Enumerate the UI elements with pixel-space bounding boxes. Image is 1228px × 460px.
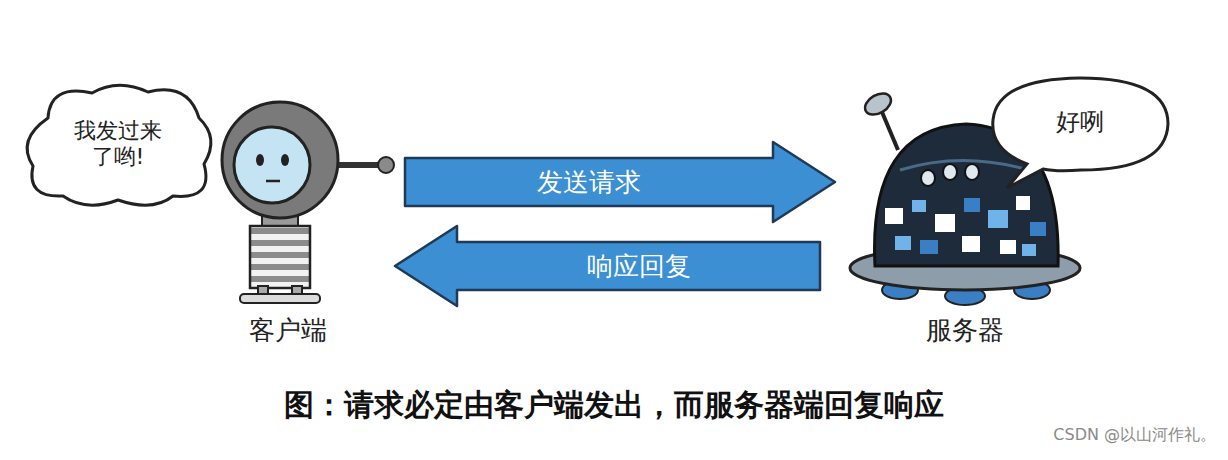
arrow-label: 发送请求 — [537, 166, 641, 198]
illustration-part — [895, 236, 911, 250]
illustration-part — [962, 236, 980, 252]
arrow-label: 响应回复 — [587, 250, 691, 282]
illustration-part — [234, 127, 310, 203]
illustration-part — [1022, 244, 1036, 256]
illustration-part — [912, 200, 926, 212]
flow-arrow — [405, 142, 835, 222]
illustration-part — [281, 154, 289, 166]
illustration-part — [250, 226, 310, 288]
flow-arrow — [395, 226, 820, 306]
speech-bubble: 好咧 — [985, 70, 1175, 190]
illustration-part — [240, 294, 320, 303]
illustration-part — [935, 214, 955, 232]
illustration-part — [378, 157, 394, 173]
server-figure: 服务器 — [845, 88, 1085, 346]
speech-text: 我发过来 了哟! — [70, 118, 166, 170]
illustration-part — [256, 154, 264, 166]
client-robot — [222, 102, 394, 303]
illustration-part — [1030, 222, 1046, 236]
illustration-part — [882, 112, 898, 150]
illustration-part — [1000, 240, 1016, 254]
bubble-path — [993, 78, 1168, 188]
illustration-part — [965, 164, 979, 180]
illustration-part — [885, 208, 903, 224]
speech-cloud: 我发过来 了哟! — [18, 78, 218, 210]
cloud-path — [27, 85, 211, 205]
illustration-part — [988, 210, 1008, 228]
illustration-part — [266, 180, 280, 183]
illustration-part — [1016, 196, 1030, 210]
illustration-part — [943, 164, 957, 180]
watermark: CSDN @以山河作礼。 — [1053, 425, 1216, 446]
node-label: 客户端 — [249, 315, 327, 346]
node-label: 服务器 — [926, 315, 1004, 346]
illustration-part — [964, 198, 980, 212]
illustration-part — [861, 89, 894, 119]
illustration-part — [222, 102, 338, 218]
speech-text: 好咧 — [1056, 108, 1104, 137]
client-figure: 客户端 — [225, 88, 350, 346]
illustration-part — [921, 170, 935, 186]
figure-caption: 图：请求必定由客户端发出，而服务器端回复响应 — [0, 386, 1228, 424]
illustration-part — [920, 240, 938, 254]
